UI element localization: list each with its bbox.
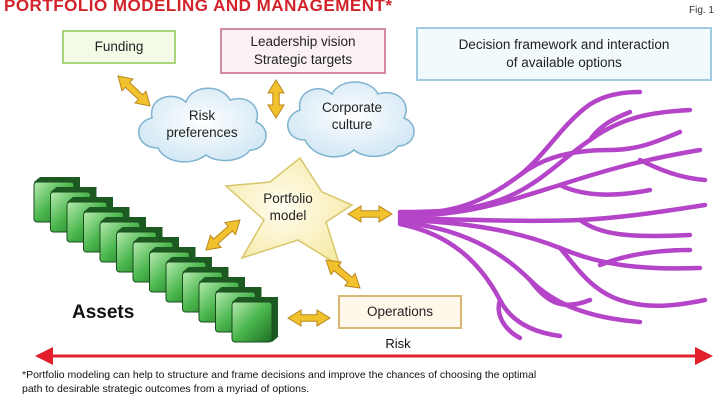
- star-operations-arrow: [325, 259, 361, 289]
- diagram-title: PORTFOLIO MODELING AND MANAGEMENT*: [4, 0, 393, 15]
- decision-framework-box: Decision framework and interaction of av…: [416, 27, 712, 81]
- double-arrows: [117, 75, 393, 327]
- funding-box: Funding: [62, 30, 176, 64]
- assets-operations-arrow: [287, 309, 331, 327]
- star-branches-arrow: [347, 205, 393, 223]
- figure-label: Fig. 1: [688, 5, 714, 16]
- asset-stack: [33, 177, 278, 343]
- leadership-vision-label: Leadership vision Strategic targets: [250, 34, 356, 67]
- funding-label: Funding: [94, 39, 144, 54]
- operations-box: Operations: [338, 295, 462, 329]
- assets-label: Assets: [72, 302, 134, 323]
- operations-label: Operations: [366, 304, 434, 319]
- asset-tile: [231, 297, 278, 343]
- star-assets-arrow: [205, 219, 241, 251]
- portfolio-model-star: [224, 156, 354, 268]
- risk-preferences-cloud: [137, 87, 267, 163]
- footnote: *Portfolio modeling can help to structur…: [22, 369, 537, 395]
- leadership-vision-box: Leadership vision Strategic targets: [220, 28, 386, 74]
- decision-branches: [397, 89, 708, 341]
- funding-risk-arrow: [117, 75, 151, 107]
- decision-framework-label: Decision framework and interaction of av…: [458, 37, 670, 70]
- leadership-culture-arrow: [267, 79, 285, 119]
- corporate-culture-cloud: [287, 81, 415, 158]
- risk-label: Risk: [385, 336, 411, 351]
